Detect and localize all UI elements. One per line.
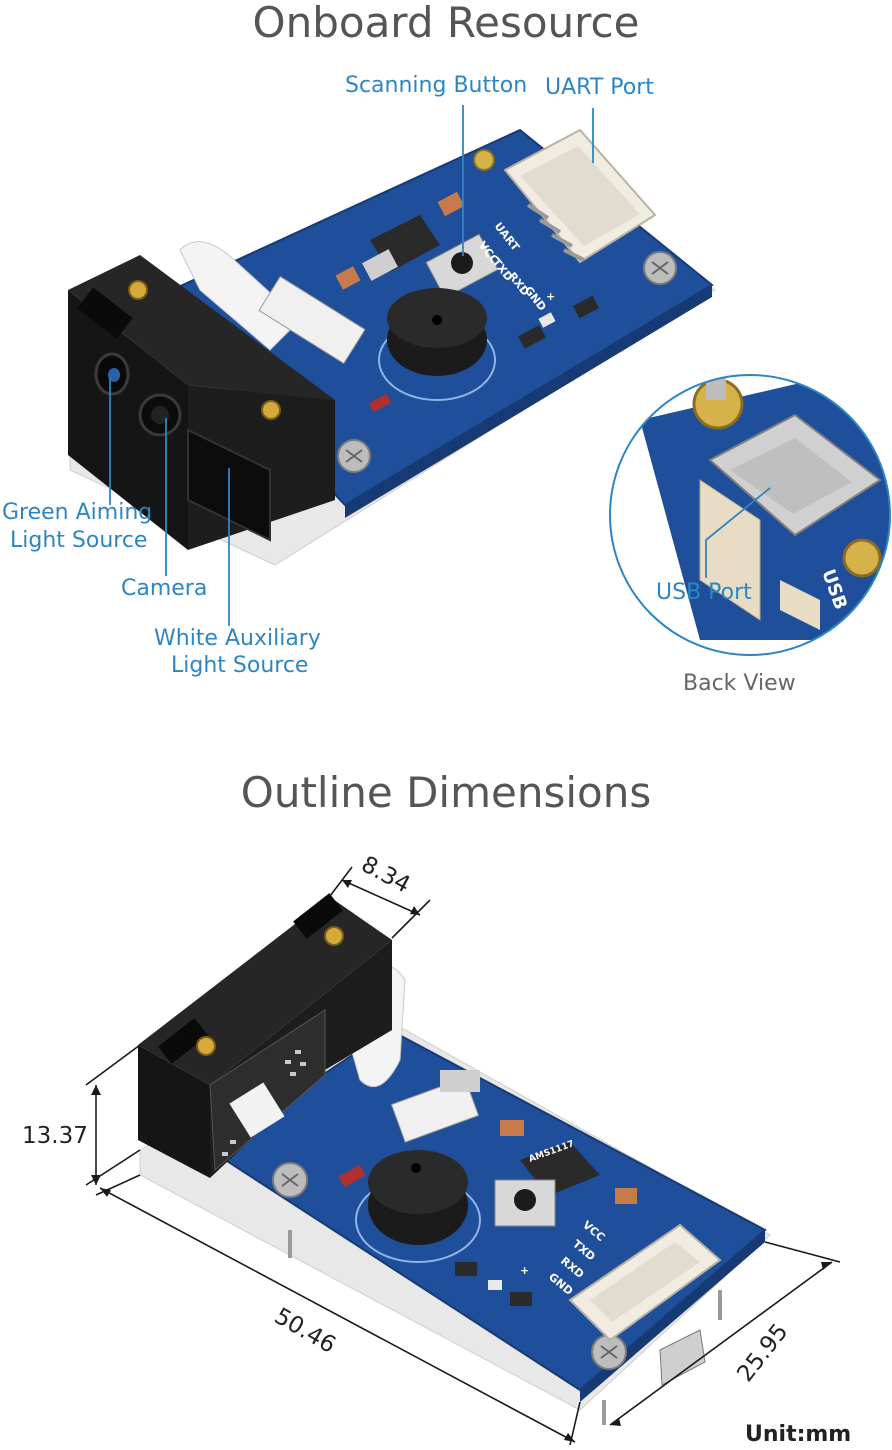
- label-green-aiming-2: Light Source: [10, 528, 148, 553]
- silk-plus-2: +: [520, 1264, 529, 1277]
- ffc-ribbon: [179, 241, 301, 351]
- capacitor: [437, 191, 465, 217]
- label-back-view: Back View: [683, 671, 796, 696]
- dim-line-depth: [341, 879, 421, 916]
- pcb-edge: [345, 285, 712, 518]
- outline-dimensions-illustration: VCC TXD RXD GND + AMS1117: [85, 866, 841, 1446]
- label-uart-port: UART Port: [545, 75, 654, 100]
- housing-screw: [128, 280, 148, 300]
- scanning-button-cap: [451, 252, 473, 274]
- label-usb-port: USB Port: [656, 580, 752, 605]
- dimension-height: 13.37: [22, 1123, 88, 1149]
- camera-housing-front: [68, 290, 188, 550]
- label-white-aux-1: White Auxiliary: [154, 626, 321, 651]
- capacitor: [335, 266, 361, 290]
- usb-port: [659, 1329, 706, 1386]
- label-camera: Camera: [121, 576, 208, 601]
- camera-housing-front: [138, 1045, 210, 1178]
- mounting-hole: [473, 149, 495, 171]
- ffc-connector: [258, 275, 366, 365]
- silk-plus: +: [546, 290, 555, 303]
- housing-screw: [261, 400, 281, 420]
- unit-label: Unit:mm: [745, 1422, 852, 1447]
- onboard-resource-title: Onboard Resource: [252, 0, 640, 47]
- dim-line-length: [99, 1187, 576, 1443]
- back-view-inset: USB: [610, 375, 890, 655]
- label-white-aux-2: Light Source: [171, 653, 309, 678]
- onboard-resource-illustration: UART VCC TXD RXD GND +: [68, 105, 891, 656]
- dim-line-width: [609, 1261, 833, 1426]
- label-green-aiming-1: Green Aiming: [2, 500, 153, 525]
- outline-dimensions-title: Outline Dimensions: [240, 768, 652, 817]
- label-scanning-button: Scanning Button: [345, 73, 528, 98]
